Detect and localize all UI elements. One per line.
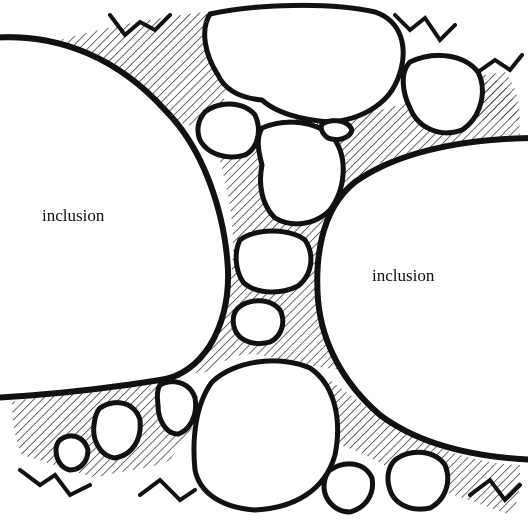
crack-bottom-left <box>20 470 90 495</box>
crack-bottom <box>140 480 195 500</box>
particle-bottom-left-2 <box>157 382 195 434</box>
particle-center-lower <box>233 301 283 344</box>
right-inclusion-label: inclusion <box>372 266 434 286</box>
particle-bottom-left-3 <box>56 436 88 470</box>
particle-bottom-left-1 <box>94 403 141 458</box>
particle-bottom-right-1 <box>388 452 448 509</box>
particle-bottom-center <box>324 464 373 512</box>
particle-center-middle <box>236 231 311 292</box>
particle-center-small <box>321 121 352 140</box>
particle-bottom-large <box>194 361 338 510</box>
crack-right-upper <box>478 55 522 72</box>
particle-top-right <box>403 55 482 132</box>
left-inclusion-label: inclusion <box>42 206 104 226</box>
particle-left-upper <box>198 104 258 157</box>
crack-top-right <box>395 15 455 40</box>
